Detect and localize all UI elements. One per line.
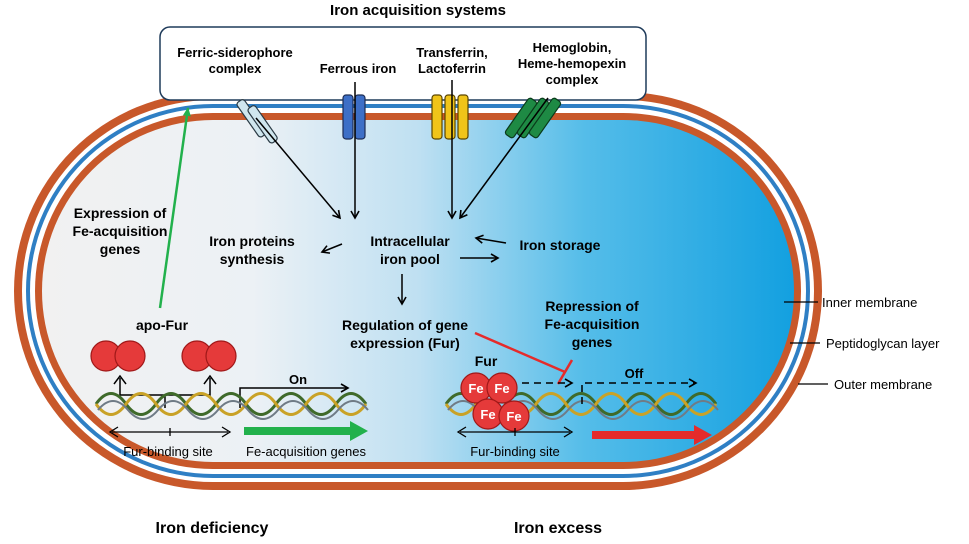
repression-label: Repression of: [545, 298, 639, 314]
on-arrow: [239, 383, 350, 408]
pool-arrows: [320, 234, 507, 306]
transferrin-label-2: Lactoferrin: [418, 61, 486, 76]
fe-label-2: Fe: [494, 381, 509, 396]
cell-envelope: [14, 92, 822, 490]
fe-genes-arrow-right: [592, 425, 712, 445]
fe-label-1: Fe: [468, 381, 483, 396]
regulation-label-2: expression (Fur): [350, 335, 460, 351]
acquisition-systems-box: [159, 26, 647, 101]
iron-pool-label: Intracellular: [370, 233, 450, 249]
ferrous-transporter-icon: [342, 94, 366, 140]
fe-fur-complex: Fe Fe Fe Fe: [460, 372, 530, 432]
iron-proteins-label-2: synthesis: [220, 251, 285, 267]
diagram-title: Iron acquisition systems: [330, 2, 506, 19]
fur-binding-bracket-left: [108, 426, 232, 438]
ferrous-label: Ferrous iron: [320, 61, 397, 76]
iron-excess-label: Iron excess: [514, 520, 602, 537]
fe-label-3: Fe: [480, 407, 495, 422]
fur-binding-site-right: Fur-binding site: [470, 444, 560, 459]
fe-label-4: Fe: [506, 409, 521, 424]
on-label: On: [289, 372, 307, 387]
iron-pool-label-2: iron pool: [380, 251, 440, 267]
outer-membrane-label: Outer membrane: [834, 377, 932, 392]
fur-label: Fur: [475, 353, 498, 369]
expression-label-2: Fe-acquisition: [73, 223, 168, 239]
off-label: Off: [625, 366, 644, 381]
fur-binding-site-left: Fur-binding site: [123, 444, 213, 459]
hemoglobin-label-2: Heme-hemopexin: [518, 56, 626, 71]
repression-label-2: Fe-acquisition: [545, 316, 640, 332]
expression-label-3: genes: [100, 241, 141, 257]
apo-fur-dimer-left: [90, 340, 146, 372]
cytoplasm: [42, 120, 794, 462]
fe-genes-arrow-left: [244, 421, 368, 441]
hemoglobin-label-3: complex: [546, 72, 600, 87]
iron-proteins-label: Iron proteins: [209, 233, 295, 249]
regulation-label: Regulation of gene: [342, 317, 468, 333]
inner-membrane-label: Inner membrane: [822, 295, 917, 310]
iron-storage-label: Iron storage: [520, 237, 601, 253]
expression-label: Expression of: [74, 205, 167, 221]
siderophore-label: Ferric-siderophore: [177, 45, 293, 60]
transferrin-receptor-icon: [431, 94, 469, 140]
off-arrow: [522, 378, 698, 404]
apo-fur-dimer-right: [181, 340, 237, 372]
dna-helix-left: [94, 392, 369, 420]
peptidoglycan-label: Peptidoglycan layer: [826, 336, 940, 351]
import-arrows: [255, 80, 549, 220]
repression-line: [474, 331, 574, 385]
hemoglobin-label: Hemoglobin,: [533, 40, 612, 55]
siderophore-label-2: complex: [209, 61, 263, 76]
iron-deficiency-label: Iron deficiency: [156, 520, 269, 537]
repression-label-3: genes: [572, 334, 613, 350]
fur-binding-bracket-right: [456, 426, 574, 438]
expression-arrow: [158, 107, 191, 309]
transferrin-label: Transferrin,: [416, 45, 488, 60]
apo-fur-label: apo-Fur: [136, 317, 189, 333]
membrane-leaders: [784, 301, 828, 385]
fe-genes-label: Fe-acquisition genes: [246, 444, 366, 459]
